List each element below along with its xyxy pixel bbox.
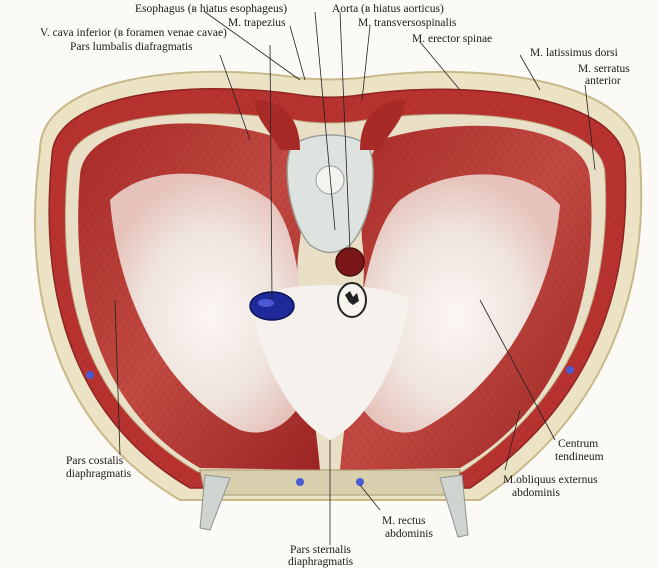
label-vena-cava: V. cava inferior (в foramen venae cavae) [40, 27, 227, 39]
centrum-tendineum-middle [250, 285, 410, 440]
label-pars-sternalis-2: diaphragmatis [288, 556, 354, 568]
centrum-tendineum-right [350, 174, 560, 433]
label-pars-lumbalis: Pars lumbalis diafragmatis [70, 41, 193, 53]
label-aorta: Aorta (в hiatus aorticus) [332, 3, 444, 15]
label-transversospinalis: M. transversospinalis [358, 17, 457, 29]
label-esophagus: Esophagus (в hiatus esophageus) [135, 3, 287, 15]
label-trapezius: M. trapezius [228, 17, 286, 29]
label-erector-spinae: M. erector spinae [412, 33, 492, 45]
rib-right-anterior [439, 474, 469, 538]
label-rectus-2: abdominis [385, 528, 433, 540]
label-pars-costalis-1: Pars costalis [66, 455, 124, 467]
rib-left-anterior [199, 474, 231, 531]
erector-spinae-left [255, 100, 300, 150]
label-centrum-1: Centrum [558, 438, 598, 450]
label-obliquus-1: M.obliquus externus [503, 474, 598, 486]
erector-spinae-right [360, 100, 405, 150]
aorta-opening [335, 247, 365, 277]
label-pars-sternalis-1: Pars sternalis [290, 544, 352, 556]
label-centrum-2: tendineum [555, 451, 604, 463]
label-serratus-1: M. serratus [578, 63, 630, 75]
label-serratus-2: anterior [585, 75, 621, 87]
label-pars-costalis-2: diaphragmatis [66, 468, 132, 480]
label-latissimus: M. latissimus dorsi [530, 47, 618, 59]
label-obliquus-2: abdominis [512, 487, 560, 499]
centrum-tendineum-left [110, 173, 310, 433]
label-rectus-1: M. rectus [382, 515, 426, 527]
